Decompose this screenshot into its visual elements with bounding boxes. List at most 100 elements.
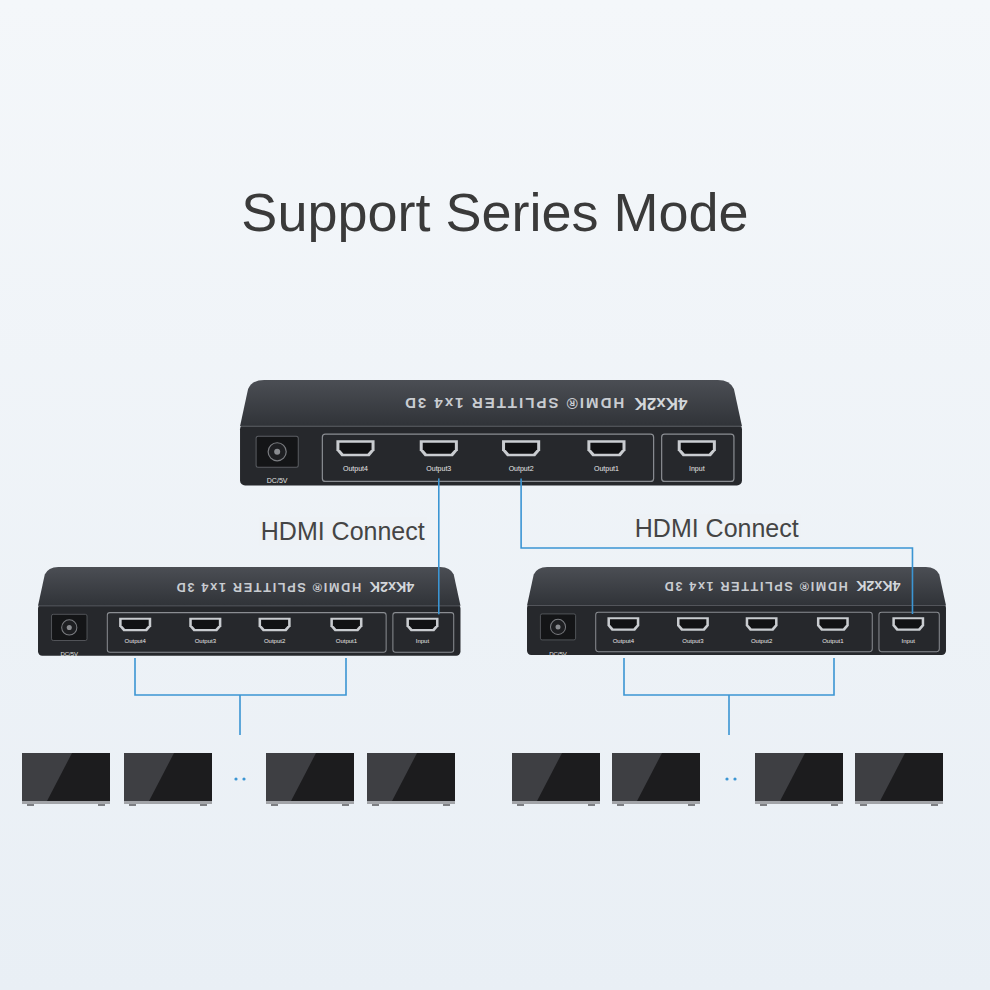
hdmi-port-shell: [406, 618, 438, 632]
hdmi-port-socket: [610, 619, 637, 628]
title: Support Series Mode: [241, 180, 748, 244]
power-label-block: DC/5V: [527, 642, 589, 660]
output-wiring: [624, 658, 834, 735]
hdmi-port: Output1: [806, 614, 860, 649]
hdmi-port-shell: [746, 617, 778, 630]
power-label: DC/5V: [267, 477, 288, 485]
tv-set: [755, 753, 843, 806]
hdmi-port-socket: [680, 619, 707, 628]
hdmi-port-shell: [336, 440, 374, 456]
cable-label: HDMI Connect: [633, 514, 801, 543]
hdmi-port-shell: [330, 618, 362, 632]
output-panel: [322, 434, 653, 481]
port-label: Input: [416, 638, 429, 645]
hdmi-port-socket: [681, 443, 713, 454]
cable-label-block: HDMI Connect: [259, 517, 427, 546]
hdmi-port-socket: [192, 620, 219, 629]
power-pin: [67, 625, 72, 630]
power-pin: [556, 624, 561, 629]
power-jack-frame: [540, 614, 575, 640]
cable-label-block: HDMI Connect: [633, 514, 801, 543]
power-label: DC/5V: [60, 651, 78, 658]
hdmi-port-socket: [333, 620, 360, 629]
port-label: Output1: [594, 465, 619, 473]
tv-set: [22, 753, 110, 806]
hdmi-port-shell: [817, 617, 849, 630]
hdmi-port-shell: [678, 440, 716, 456]
hdmi-port: Output1: [574, 436, 638, 478]
power-jack: [268, 443, 286, 461]
splitter-top-print: 4Kx2KHDMI® SPLITTER 1x4 3D: [175, 578, 414, 595]
hdmi-port: Input: [395, 614, 449, 649]
output-panel: [596, 612, 873, 651]
ellipsis-dot: [234, 777, 237, 780]
power-pin: [274, 449, 280, 455]
port-label: Input: [689, 465, 705, 473]
hdmi-splitter: 4Kx2KHDMI® SPLITTER 1x4 3D DC/5V Output4 Ou…: [38, 567, 461, 656]
tv-set: [124, 753, 212, 806]
port-label: Output3: [426, 465, 451, 473]
hdmi-port-socket: [505, 443, 537, 454]
input-panel: [879, 612, 939, 651]
port-label: Output2: [751, 638, 772, 645]
power-jack-frame: [52, 614, 87, 640]
hdmi-port: Output3: [666, 614, 720, 649]
hdmi-port-socket: [895, 619, 922, 628]
hdmi-port: Output3: [178, 614, 232, 649]
hdmi-port-socket: [423, 443, 455, 454]
hdmi-port-shell: [502, 440, 540, 456]
tv-set: [612, 753, 700, 806]
port-label: Input: [902, 638, 915, 645]
resolution-mark: 4Kx2K: [856, 578, 900, 594]
power-jack: [62, 620, 77, 635]
hdmi-port-shell: [587, 440, 625, 456]
power-label: DC/5V: [549, 651, 567, 658]
port-label: Output3: [195, 638, 216, 645]
hdmi-cable: [438, 478, 440, 614]
edge-highlight: [39, 605, 460, 606]
front-face: [527, 604, 946, 655]
hdmi-port-shell: [607, 617, 639, 630]
tv-set: [855, 753, 943, 806]
top-face: [38, 567, 460, 606]
title-block: Support Series Mode: [0, 180, 990, 244]
hdmi-port-shell: [677, 617, 709, 630]
edge-highlight: [528, 605, 945, 606]
power-jack-frame: [256, 436, 298, 467]
hdmi-splitter: 4Kx2KHDMI® SPLITTER 1x4 3DDC/5VOutput4Ou…: [240, 380, 742, 485]
hdmi-port: Output2: [735, 614, 789, 649]
hdmi-port: Output4: [323, 436, 387, 478]
input-panel: [662, 434, 734, 481]
hdmi-port: Output1: [319, 614, 373, 649]
port-label: Output2: [509, 465, 534, 473]
model-name: HDMI® SPLITTER 1x4 3D: [663, 579, 848, 593]
hdmi-port-shell: [189, 618, 221, 632]
power-jack: [550, 619, 565, 634]
hdmi-port-socket: [590, 443, 622, 454]
output-wiring: [135, 658, 346, 735]
cable-label: HDMI Connect: [259, 517, 427, 546]
hdmi-cable: [521, 478, 912, 614]
edge-highlight: [241, 426, 741, 427]
tv-set: [266, 753, 354, 806]
tv-set: [367, 753, 455, 806]
hdmi-splitter: 4Kx2KHDMI® SPLITTER 1x4 3DDC/5VOutput4Ou…: [527, 567, 946, 655]
hdmi-port-socket: [819, 619, 846, 628]
port-label: Output1: [822, 638, 843, 645]
front-face: [38, 604, 460, 656]
input-panel: [393, 613, 454, 653]
hdmi-port-socket: [339, 443, 371, 454]
ellipsis-dot: [242, 777, 245, 780]
hdmi-port-socket: [748, 619, 775, 628]
port-label: Output4: [124, 638, 145, 645]
resolution-mark: 4Kx2K: [370, 578, 415, 595]
splitter-top-print: 4Kx2K HDMI® SPLITTER 1x4 3D: [663, 578, 900, 594]
hdmi-port: Output2: [248, 614, 302, 649]
model-name: HDMI® SPLITTER 1x4 3D: [403, 394, 624, 411]
output-panel: [107, 613, 386, 653]
hdmi-port: Output3: [407, 436, 471, 478]
front-face: [240, 424, 742, 485]
port-label: Output4: [343, 465, 368, 473]
